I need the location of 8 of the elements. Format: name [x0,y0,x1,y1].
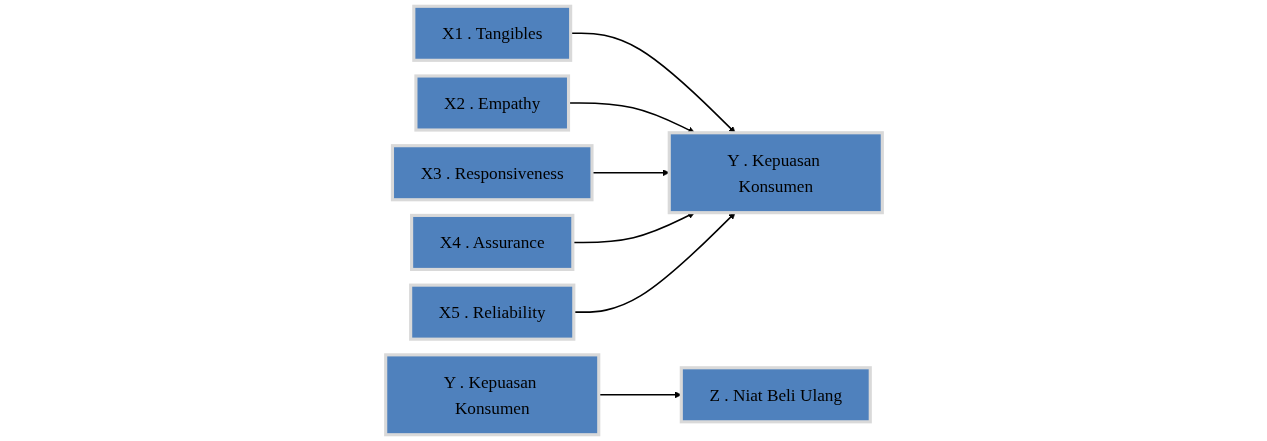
node-box: X3 . Responsiveness [390,144,594,202]
node-box: X4 . Assurance [409,213,574,272]
node-box: Z . Niat Beli Ulang [679,366,872,424]
node-box: X5 . Reliability [408,283,575,341]
node-box: X2 . Empathy [413,74,570,132]
node-box: Y . Kepuasan Konsumen [667,131,884,215]
node-box: X1 . Tangibles [411,4,572,62]
node-box: Y . Kepuasan Konsumen [383,353,600,437]
